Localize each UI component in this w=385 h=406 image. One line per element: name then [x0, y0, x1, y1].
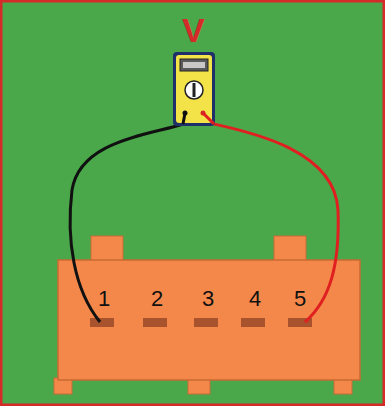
- pin-number: 2: [151, 288, 163, 310]
- display-window: [183, 62, 205, 68]
- connector-housing: [58, 260, 360, 380]
- black-probe-lead: [183, 113, 185, 124]
- pin-number: 1: [98, 288, 110, 310]
- pin-terminal: [241, 318, 265, 327]
- connector-tab: [274, 236, 306, 262]
- multimeter-body: [176, 55, 212, 123]
- black-probe-lead: [70, 124, 183, 322]
- red-probe-lead: [203, 113, 214, 124]
- pin-number: 4: [249, 288, 261, 310]
- pin-number: 5: [294, 288, 306, 310]
- pin-terminal: [143, 318, 167, 327]
- connector-tab: [91, 236, 123, 262]
- multimeter-display: [180, 59, 208, 71]
- pin-number: 3: [202, 288, 214, 310]
- selector-dial: [185, 81, 203, 99]
- measurement-unit: V: [182, 13, 205, 47]
- red-probe-lead: [214, 124, 338, 322]
- dial-pointer: [193, 83, 196, 97]
- multimeter-case: [173, 52, 215, 126]
- pin-terminal: [194, 318, 218, 327]
- pin-terminal: [90, 318, 114, 327]
